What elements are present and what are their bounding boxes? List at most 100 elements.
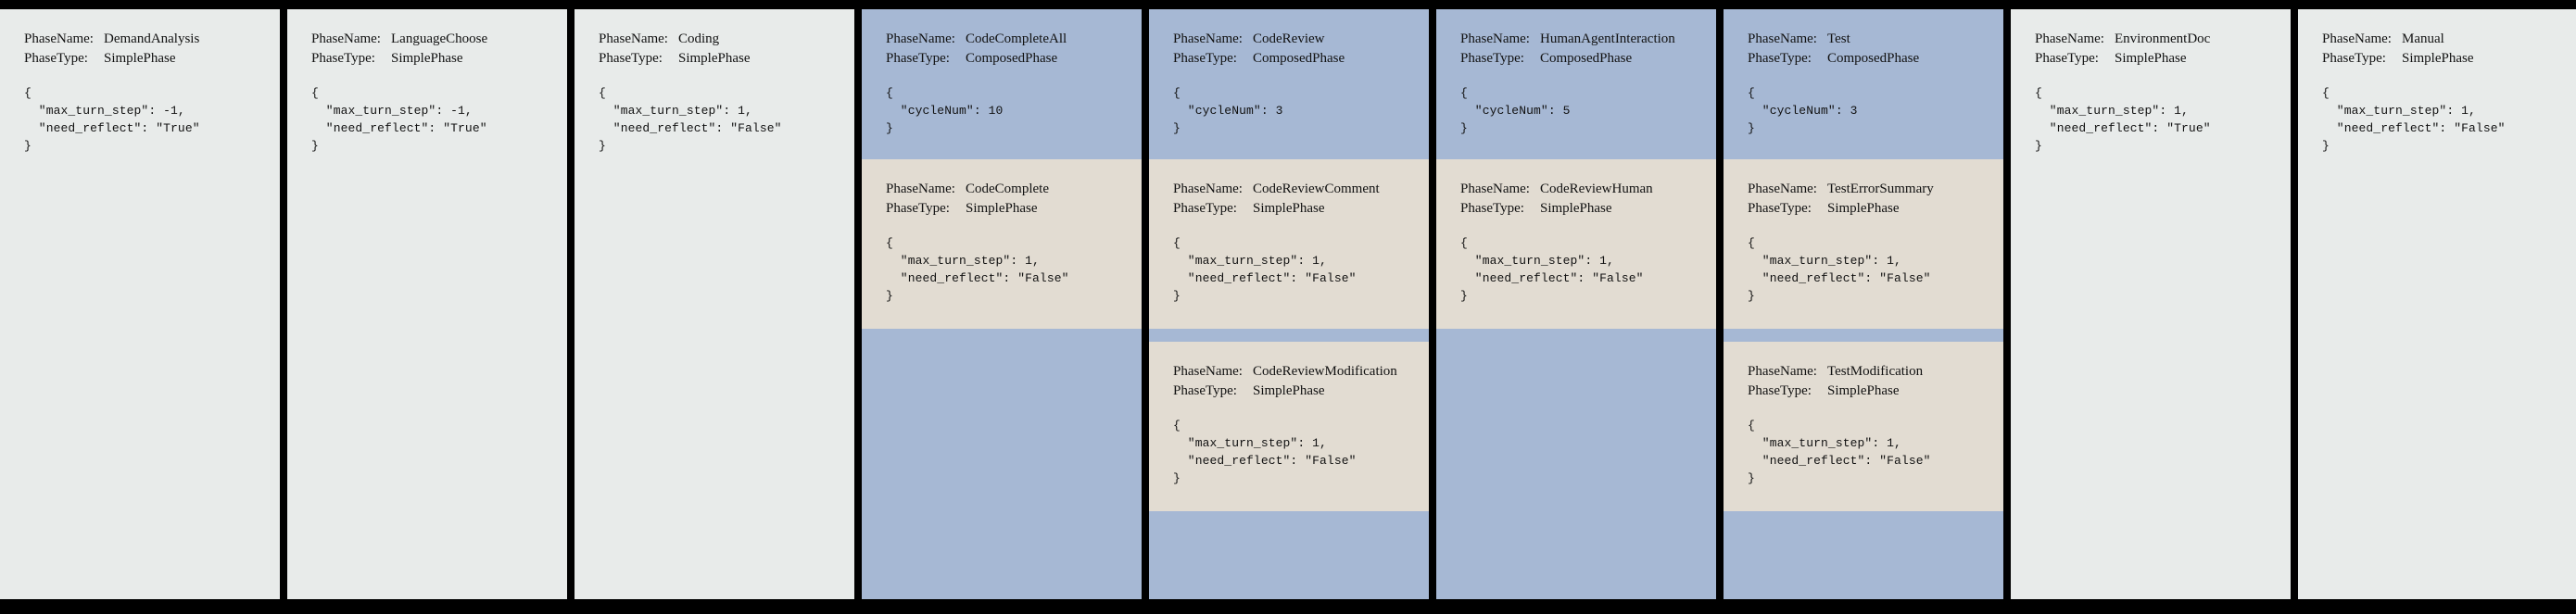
phase-type-row: PhaseType:SimplePhase: [599, 49, 830, 69]
phase-type-value: SimplePhase: [2402, 51, 2474, 66]
card-spacer: [1149, 511, 1429, 586]
phase-name-value: EnvironmentDoc: [2115, 31, 2211, 46]
phase-config-json-test: { "cycleNum": 3 }: [1748, 86, 1858, 135]
phase-name-label: PhaseName:: [2322, 31, 2392, 46]
phase-name-label: PhaseName:: [1748, 31, 1817, 46]
phase-type-value: ComposedPhase: [1540, 51, 1633, 66]
phase-type-value: SimplePhase: [966, 201, 1038, 216]
phase-type-label: PhaseType:: [1173, 201, 1237, 216]
phase-name-row: PhaseName:Test: [1748, 30, 1979, 49]
phase-name-label: PhaseName:: [1748, 364, 1817, 379]
phase-name-label: PhaseName:: [1460, 31, 1530, 46]
phase-type-row: PhaseType: SimplePhase: [311, 49, 543, 69]
phase-type-label: PhaseType:: [1173, 383, 1237, 398]
phase-type-label: PhaseType:: [1460, 201, 1524, 216]
phase-config-json-language-choose: { "max_turn_step": -1, "need_reflect": "…: [311, 86, 487, 153]
phase-type-label: PhaseType:: [886, 201, 950, 216]
phase-type-value: SimplePhase: [1253, 383, 1325, 398]
phase-type-value: SimplePhase: [1253, 201, 1325, 216]
phase-type-row: PhaseType: SimplePhase: [1173, 382, 1405, 401]
phase-name-label: PhaseName:: [1173, 364, 1243, 379]
phase-name-label: PhaseName:: [311, 31, 381, 46]
phase-type-label: PhaseType:: [24, 51, 88, 66]
phase-name-value: DemandAnalysis: [104, 31, 200, 46]
phase-name-label: PhaseName:: [2035, 31, 2104, 46]
phase-type-value: SimplePhase: [1827, 383, 1900, 398]
phase-config-json-demand-analysis: { "max_turn_step": -1, "need_reflect": "…: [24, 86, 200, 153]
phase-type-row: PhaseType: SimplePhase: [1460, 199, 1692, 219]
phase-name-row: PhaseName:Coding: [599, 30, 830, 49]
phase-type-value: SimplePhase: [1540, 201, 1612, 216]
phase-type-row: PhaseType: SimplePhase: [886, 199, 1118, 219]
phase-name-value: LanguageChoose: [391, 31, 488, 46]
phase-name-value: Coding: [678, 31, 720, 46]
phase-name-row: PhaseName: LanguageChoose: [311, 30, 543, 49]
phase-name-label: PhaseName:: [1173, 31, 1243, 46]
phase-type-label: PhaseType:: [1748, 383, 1812, 398]
phase-type-row: PhaseType:ComposedPhase: [1173, 49, 1405, 69]
phase-config-json-code-review-modification: { "max_turn_step": 1, "need_reflect": "F…: [1173, 419, 1357, 485]
phase-name-value: CodeComplete: [966, 182, 1049, 196]
phase-name-value: TestErrorSummary: [1827, 182, 1934, 196]
phase-type-label: PhaseType:: [886, 51, 950, 66]
phase-name-label: PhaseName:: [1460, 182, 1530, 196]
phase-type-value: SimplePhase: [391, 51, 463, 66]
phase-type-label: PhaseType:: [599, 51, 663, 66]
phase-type-row: PhaseType:ComposedPhase: [1460, 49, 1692, 69]
phase-name-label: PhaseName:: [1173, 182, 1243, 196]
phase-name-row: PhaseName:CodeReviewComment: [1173, 180, 1405, 199]
phase-type-label: PhaseType:: [2322, 51, 2386, 66]
phase-name-value: CodeReview: [1253, 31, 1325, 46]
phase-config-json-code-review-human: { "max_turn_step": 1, "need_reflect": "F…: [1460, 236, 1644, 303]
phase-name-row: PhaseName:CodeReviewHuman: [1460, 180, 1692, 199]
phase-type-value: SimplePhase: [104, 51, 176, 66]
phase-name-value: CodeCompleteAll: [966, 31, 1067, 46]
phase-type-row: PhaseType:ComposedPhase: [1748, 49, 1979, 69]
phase-name-row: PhaseName: TestErrorSummary: [1748, 180, 1979, 199]
card-spacer: [575, 155, 854, 599]
card-spacer: [287, 155, 567, 599]
phase-type-row: PhaseType:ComposedPhase: [886, 49, 1118, 69]
phase-config-json-coding: { "max_turn_step": 1, "need_reflect": "F…: [599, 86, 782, 153]
phase-type-label: PhaseType:: [311, 51, 375, 66]
phase-name-row: PhaseName:CodeComplete: [886, 180, 1118, 199]
phase-config-json-test-error-summary: { "max_turn_step": 1, "need_reflect": "F…: [1748, 236, 1931, 303]
phase-type-value: SimplePhase: [1827, 201, 1900, 216]
phase-name-label: PhaseName:: [1748, 182, 1817, 196]
phase-name-row: PhaseName:CodeCompleteAll: [886, 30, 1118, 49]
card-spacer: [2011, 155, 2291, 599]
phase-name-row: PhaseName: CodeReview: [1173, 30, 1405, 49]
